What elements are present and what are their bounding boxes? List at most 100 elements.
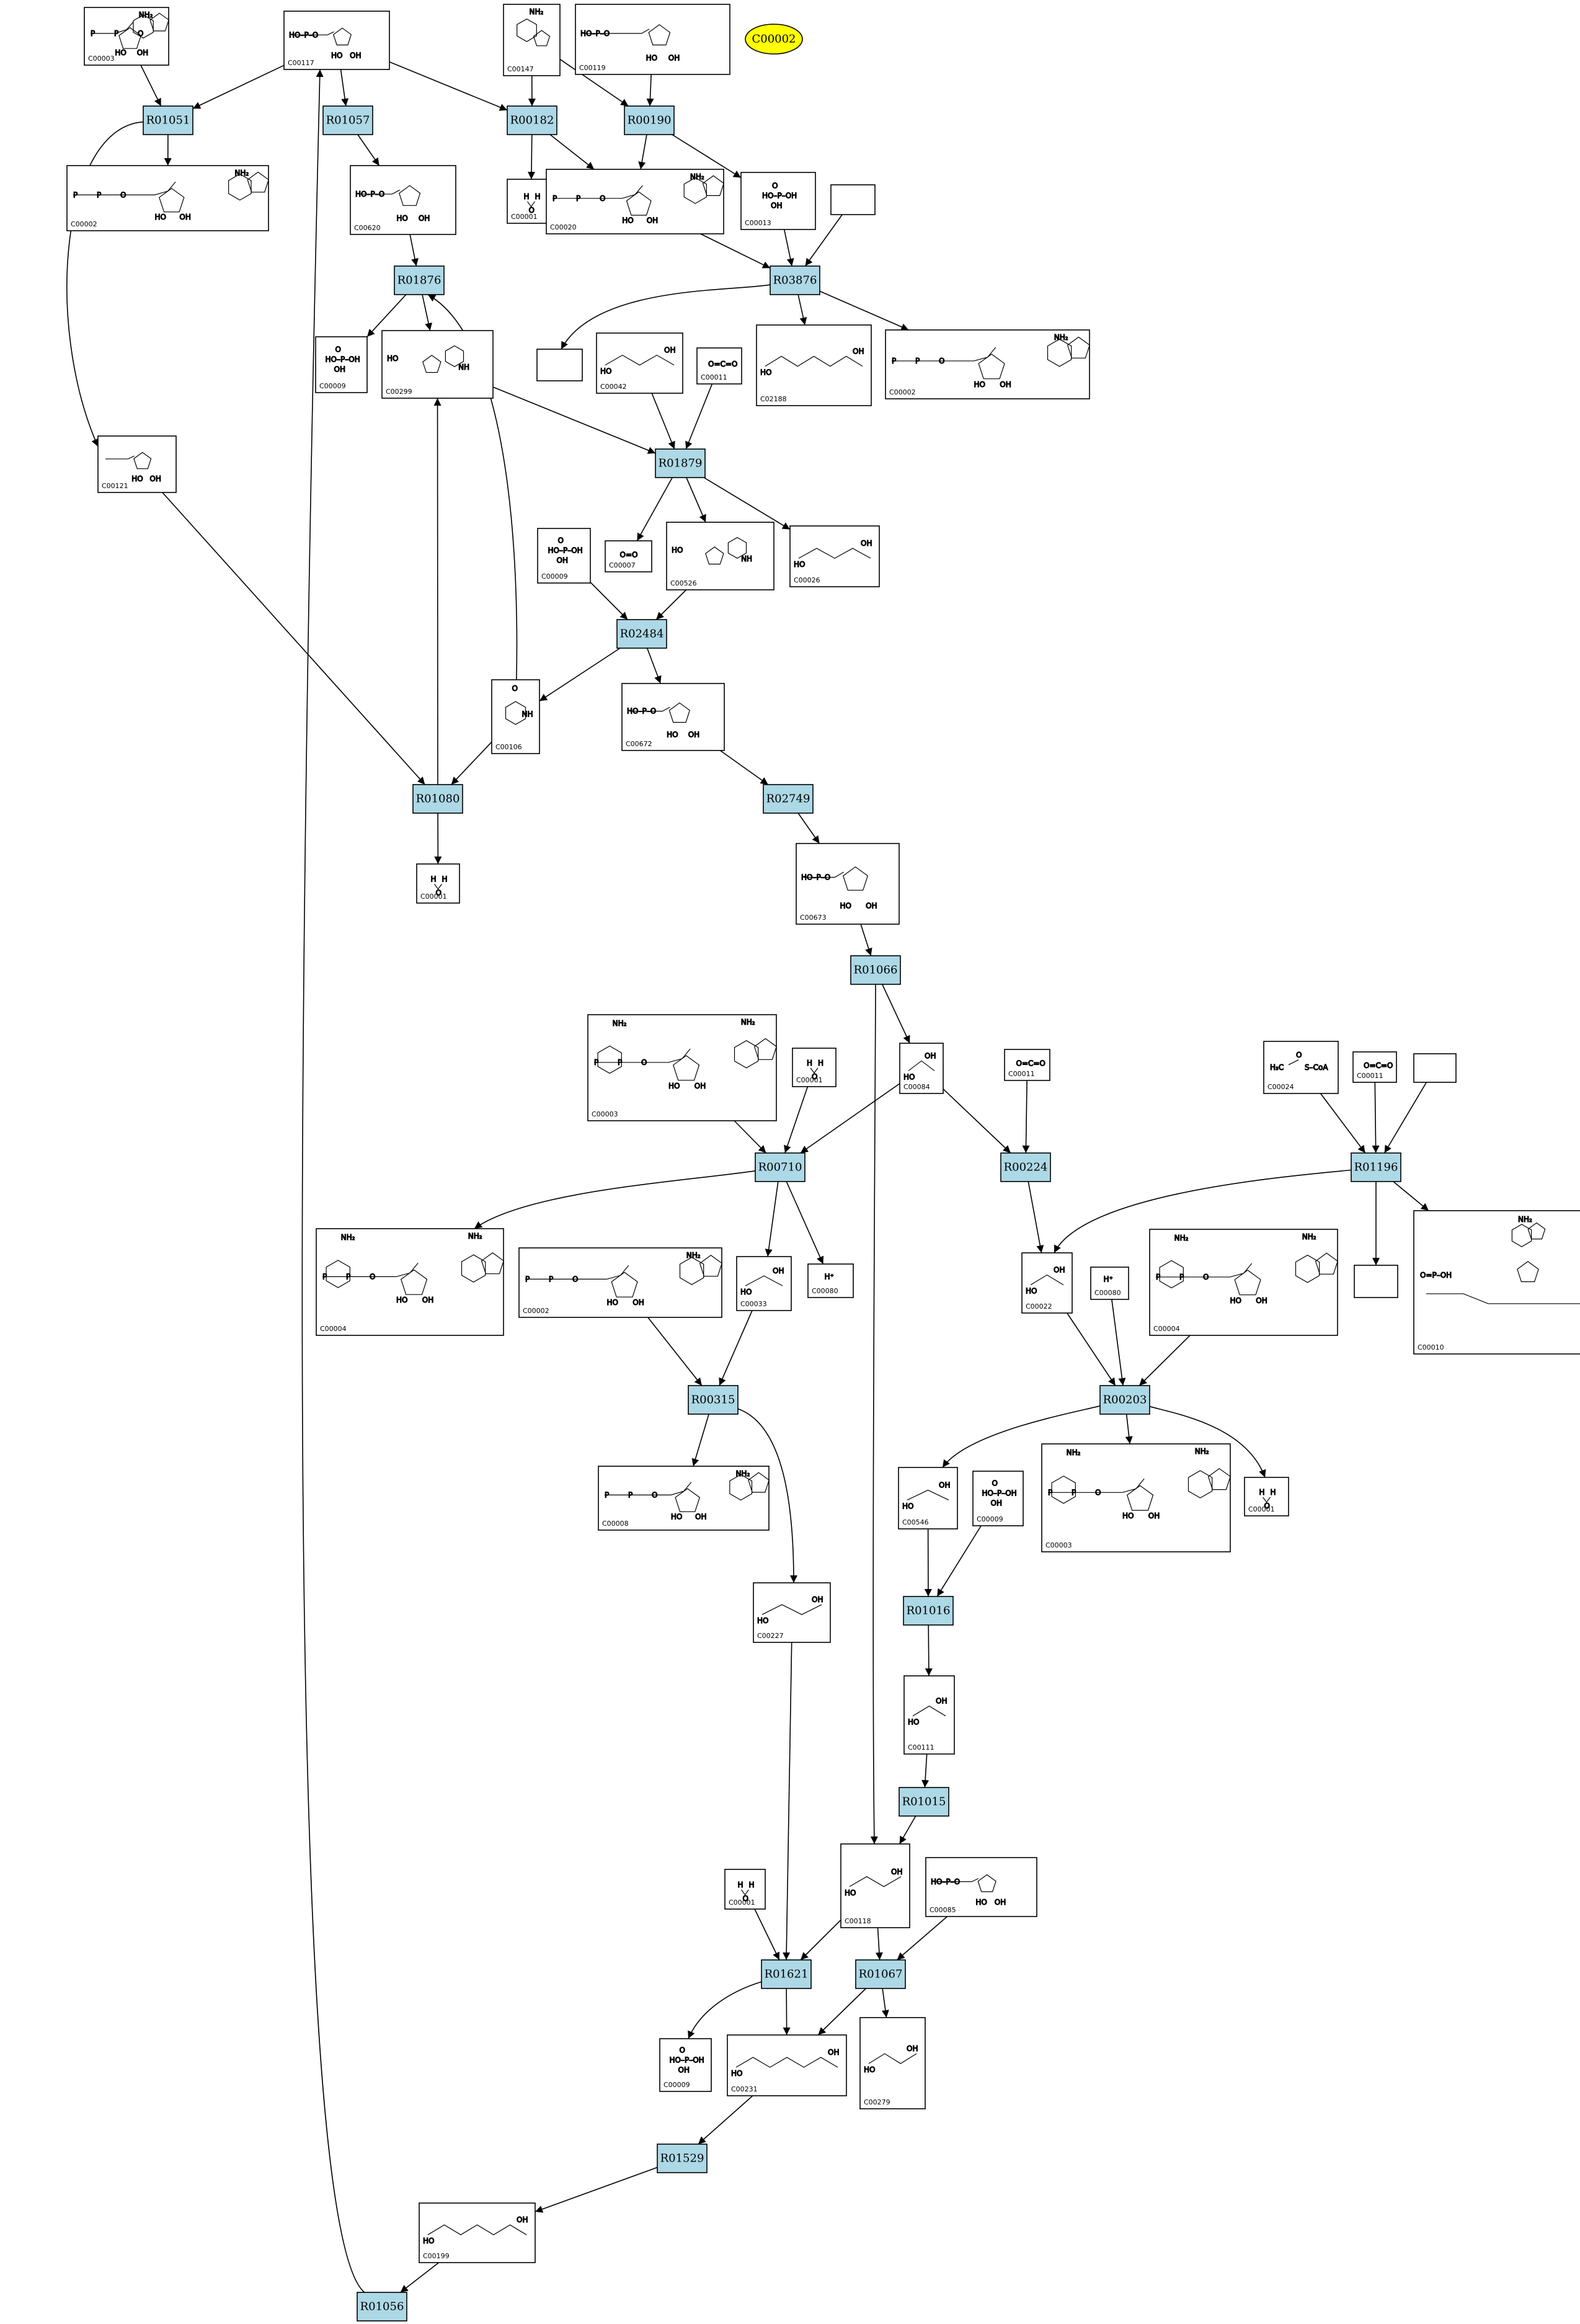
compound-empty-box[interactable] — [536, 349, 583, 381]
edge-c29-R00710 — [800, 1083, 900, 1154]
compound-empty-box[interactable] — [1354, 1265, 1398, 1298]
compound-box — [605, 540, 652, 572]
atom-label: HO — [908, 1718, 919, 1727]
highlight-compound[interactable]: C00002 — [745, 24, 803, 55]
atom-label: OH — [866, 901, 877, 910]
reaction-r02484[interactable]: R02484 — [616, 619, 667, 649]
compound-empty-box[interactable] — [830, 184, 876, 215]
reaction-r03876[interactable]: R03876 — [770, 265, 820, 295]
reaction-r00203[interactable]: R00203 — [1099, 1385, 1150, 1415]
reaction-r00224[interactable]: R00224 — [1000, 1152, 1051, 1182]
reaction-r00190[interactable]: R00190 — [624, 105, 675, 135]
reaction-r01015[interactable]: R01015 — [899, 1787, 949, 1817]
compound-box — [491, 679, 540, 754]
compound-c00080[interactable]: H⁺C00080 — [1090, 1267, 1129, 1300]
atom-label: HO — [740, 1288, 752, 1296]
compound-box — [972, 1471, 1024, 1526]
reaction-label: R00182 — [510, 114, 554, 127]
edge-c21-R02484 — [655, 589, 687, 620]
compound-empty-box[interactable] — [1413, 1053, 1457, 1083]
reaction-r01056[interactable]: R01056 — [357, 2292, 407, 2322]
reaction-r01016[interactable]: R01016 — [903, 1596, 954, 1626]
reaction-r01080[interactable]: R01080 — [412, 784, 463, 814]
compound-box — [503, 4, 561, 76]
reaction-r01067[interactable]: R01067 — [855, 1959, 906, 1989]
atom-label: P — [1048, 1488, 1052, 1497]
compound-box — [97, 435, 177, 493]
atom-label: P — [1072, 1488, 1076, 1497]
compound-id: C00004 — [320, 1325, 347, 1333]
reaction-r01879[interactable]: R01879 — [655, 448, 706, 478]
reaction-r00315[interactable]: R00315 — [688, 1385, 739, 1415]
atom-label: O — [939, 357, 944, 365]
compound-c00010[interactable]: O=P–OHSHNH₂C00010 — [1413, 1210, 1580, 1355]
reaction-r02749[interactable]: R02749 — [763, 784, 814, 814]
reaction-r00710[interactable]: R00710 — [755, 1152, 806, 1182]
compound-c00080[interactable]: H⁺C00080 — [807, 1263, 854, 1298]
reaction-r01196[interactable]: R01196 — [1351, 1152, 1401, 1182]
reaction-r01529[interactable]: R01529 — [657, 2144, 708, 2173]
reaction-r01051[interactable]: R01051 — [143, 105, 193, 135]
reaction-r01876[interactable]: R01876 — [394, 265, 445, 295]
reaction-r01066[interactable]: R01066 — [850, 955, 901, 985]
edge-c40-R00203 — [1138, 1335, 1191, 1386]
reaction-r01621[interactable]: R01621 — [761, 1959, 812, 1989]
compound-box — [381, 330, 494, 399]
reaction-r00182[interactable]: R00182 — [507, 105, 557, 135]
compound-id: C00007 — [609, 561, 636, 569]
reaction-r01057[interactable]: R01057 — [322, 105, 373, 135]
atom-label: H — [818, 1059, 823, 1067]
atom-label: NH₂ — [139, 11, 153, 19]
